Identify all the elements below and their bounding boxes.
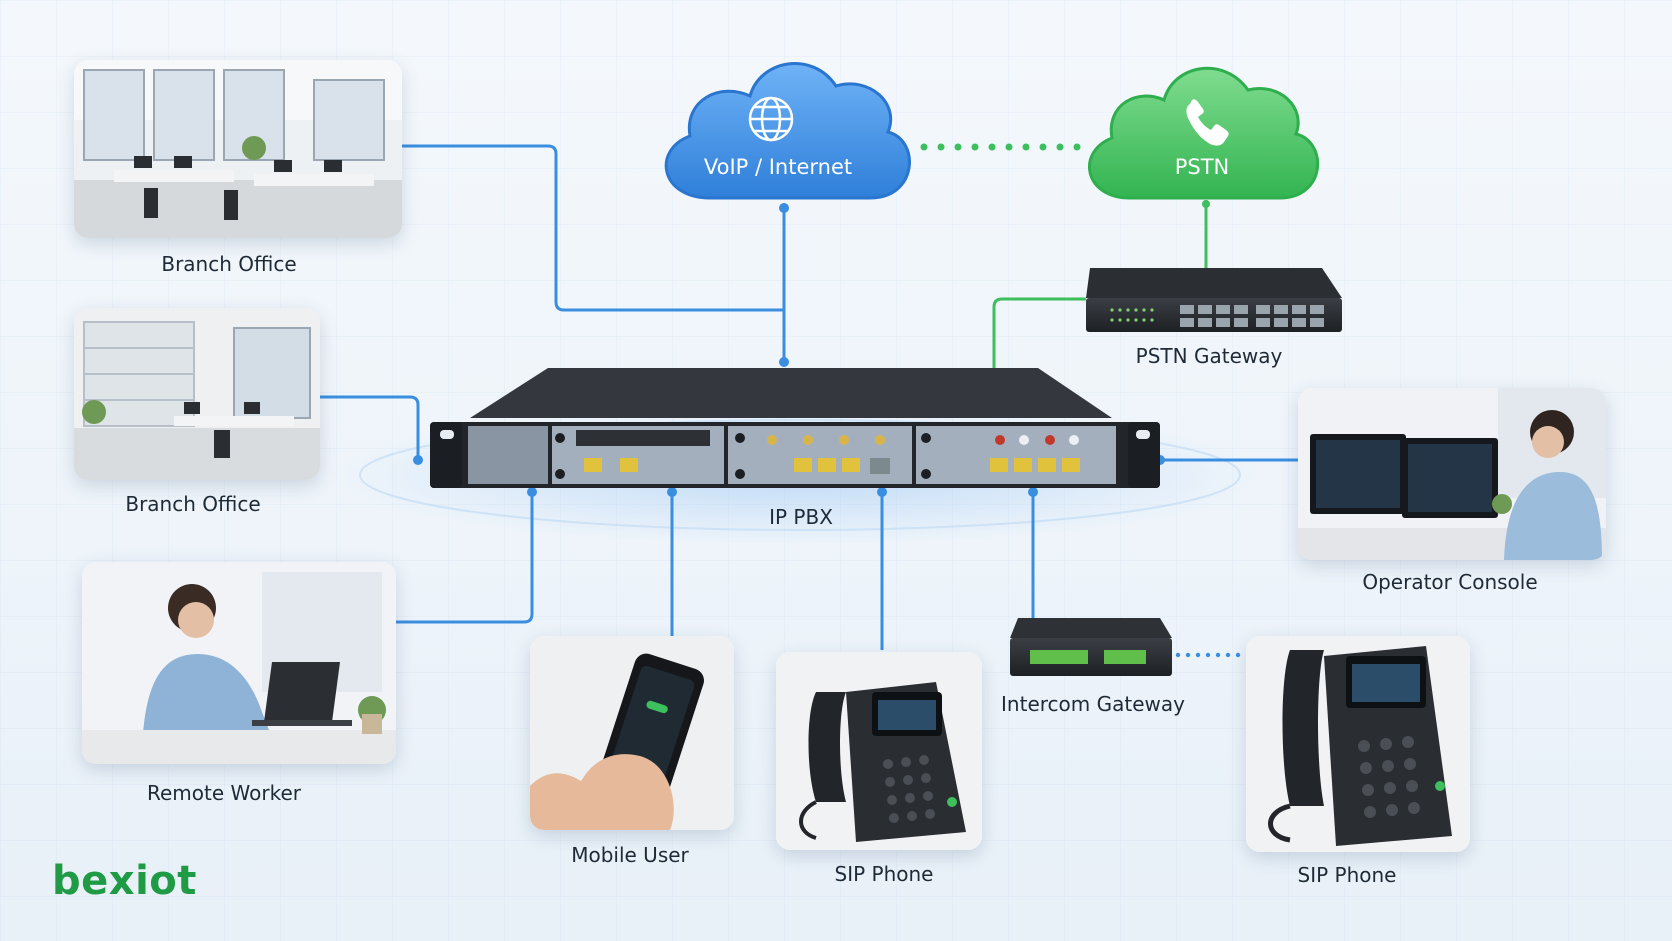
link-remote-worker [396,492,534,624]
remote-worker-label: Remote Worker [147,781,301,805]
link-branch-office-1 [402,144,784,312]
operator-console-photo [1298,388,1606,560]
phone-icon [1186,99,1229,146]
voip-internet-cloud-label: VoIP / Internet [703,155,853,179]
mobile-user-label: Mobile User [571,843,689,867]
operator-console-label: Operator Console [1362,570,1538,594]
link-gateway-pbx [992,297,1086,368]
sip-phone-1-photo [776,652,982,850]
voip-internet-cloud [664,62,911,200]
remote-worker-photo [82,562,396,764]
pstn-cloud [1087,66,1320,200]
branch-office-1-photo [74,60,402,238]
intercom-gateway-device [1010,618,1172,676]
link-intercom-sip-dotted [1175,652,1241,658]
sip-phone-2-photo [1246,636,1470,852]
pstn-gateway-device [1086,268,1342,332]
branch-office-2-label: Branch Office [125,492,261,516]
pbx-ring [359,419,1241,531]
ip-pbx-device [430,368,1160,488]
bexiot-logo: bexiot [52,858,197,904]
globe-icon [748,96,794,142]
pstn-gateway-label: PSTN Gateway [1135,344,1283,368]
sip-phone-1-label: SIP Phone [834,862,934,886]
intercom-gateway-label: Intercom Gateway [1001,692,1185,716]
sip-phone-2-label: SIP Phone [1297,863,1397,887]
pstn-cloud-label: PSTN [1174,155,1230,179]
mobile-user-photo [530,636,734,830]
link-branch-office-2 [320,395,420,460]
ip-pbx-label: IP PBX [769,505,833,529]
link-internet-pstn-dotted [920,143,1081,151]
branch-office-2-photo [74,308,320,480]
branch-office-1-label: Branch Office [161,252,297,276]
